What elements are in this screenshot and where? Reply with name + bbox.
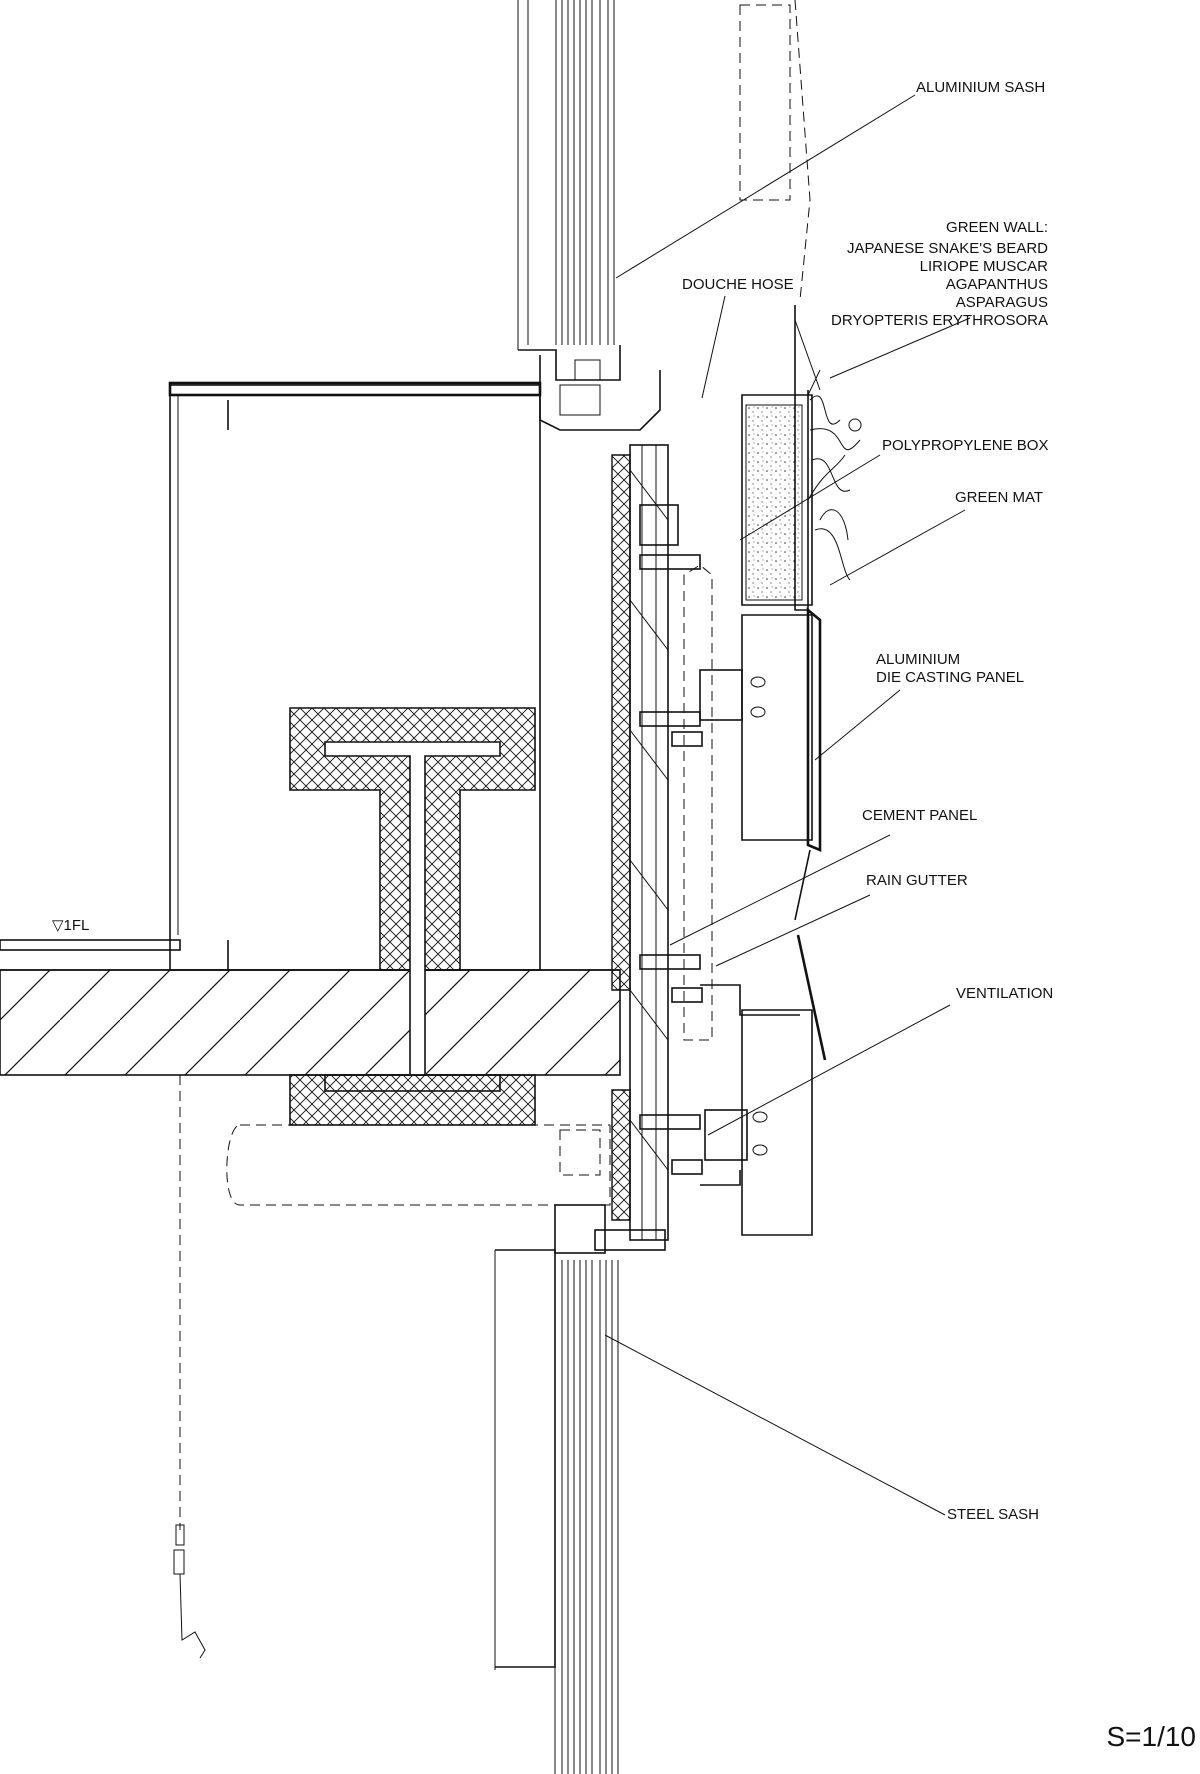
rain-gutter-outline (683, 564, 713, 1041)
label-polypropylene-box: POLYPROPYLENE BOX (882, 437, 1048, 454)
label-green-wall-title: GREEN WALL: (946, 219, 1048, 236)
leader-lines (604, 94, 971, 1516)
label-green-wall-plant-4: ASPARAGUS (956, 294, 1048, 311)
label-aluminium-panel-line2: DIE CASTING PANEL (876, 669, 1024, 686)
aluminium-die-casting-panel (699, 607, 822, 921)
ventilation-panel (700, 934, 827, 1236)
ceiling-box-dashed (559, 1129, 601, 1176)
anchor-bolts (639, 504, 703, 1175)
label-green-wall-plant-2: LIRIOPE MUSCAR (920, 258, 1049, 275)
label-green-wall-plant-5: DRYOPTERIS ERYTHROSORA (831, 312, 1048, 329)
label-green-mat: GREEN MAT (955, 489, 1043, 506)
aluminium-sash-drawing (517, 0, 661, 431)
label-floor-level: ▽1FL (52, 917, 89, 934)
label-steel-sash: STEEL SASH (947, 1506, 1039, 1523)
label-green-wall-plant-3: AGAPANTHUS (946, 276, 1048, 293)
green-wall-planter (741, 305, 862, 611)
open-sash-outline (739, 4, 791, 201)
label-ventilation: VENTILATION (956, 985, 1053, 1002)
label-aluminium-panel-line1: ALUMINIUM (876, 651, 960, 668)
label-rain-gutter: RAIN GUTTER (866, 872, 968, 889)
ceiling-dashed (226, 1124, 611, 1206)
curtain-dashed (173, 1075, 206, 1659)
scale-label: S=1/10 (1106, 1721, 1196, 1752)
steel-sash-drawing (494, 1204, 666, 1774)
label-aluminium-sash: ALUMINIUM SASH (916, 79, 1045, 96)
label-cement-panel: CEMENT PANEL (862, 807, 977, 824)
upper-floor-block (168, 381, 542, 971)
label-green-wall-plant-1: JAPANESE SNAKE'S BEARD (847, 240, 1048, 257)
label-douche-hose: DOUCHE HOSE (682, 276, 794, 293)
floor-slab (0, 939, 621, 1076)
steel-beam-fireproofing (289, 707, 536, 1126)
exterior-wall (611, 444, 669, 1241)
open-sash-swing (794, 0, 811, 301)
